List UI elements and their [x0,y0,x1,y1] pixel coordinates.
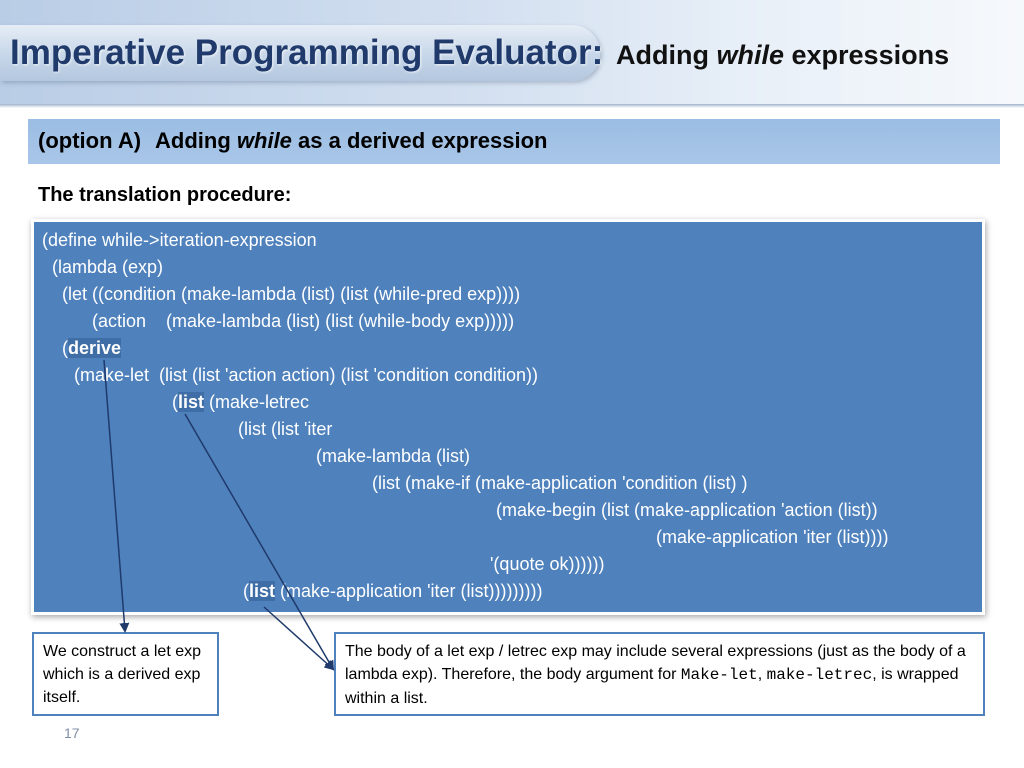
translation-label: The translation procedure: [38,184,292,206]
code-line-1: (define while->iteration-expression [42,230,317,250]
option-label: (option A) [38,128,142,153]
code-line-11: (make-begin (list (make-application 'act… [496,500,878,520]
callout-let-explanation: We construct a let exp which is a derive… [32,632,219,716]
code-line-8: (list (list 'iter [238,419,333,439]
slide-number: 17 [64,725,80,741]
section-prefix: Adding [155,128,237,153]
code-line-10: (list (make-if (make-application 'condit… [372,473,748,493]
code-line-14: (list (make-application 'iter (list)))))… [243,581,542,602]
code-line-13: '(quote ok)))))) [490,554,605,574]
code-paren: ( [62,338,68,358]
code-rest: (make-letrec [204,392,310,412]
code-block: (define while->iteration-expression (lam… [34,222,982,612]
callout-text-1: The body of a let exp / letrec exp may i… [345,643,966,683]
code-line-4: (action (make-lambda (list) (list (while… [42,311,515,331]
arrow-list2-to-right-callout [263,606,335,671]
section-header: (option A) Adding while as a derived expr… [28,119,1000,164]
code-make-letrec: make-letrec [766,666,873,684]
callout-list-explanation: The body of a let exp / letrec exp may i… [334,632,985,716]
code-line-3: (let ((condition (make-lambda (list) (li… [42,284,521,304]
title-pill [0,25,600,81]
code-paren: ( [172,392,178,412]
title-divider [0,104,1024,108]
section-header-text: (option A) Adding while as a derived expr… [38,128,548,154]
derive-keyword: derive [68,338,122,358]
list-keyword-application: list [249,581,276,601]
slide-subtitle: Adding while expressions [616,40,949,71]
section-italic: while [236,128,292,153]
list-keyword-letrec: list [178,392,205,412]
code-line-9: (make-lambda (list) [316,446,471,466]
code-line-7: (list (make-letrec [172,392,309,413]
code-line-5: (derive [62,338,122,359]
code-make-let: Make-let [680,666,758,684]
subtitle-italic: while [716,40,784,70]
code-line-12: (make-application 'iter (list)))) [656,527,889,547]
section-suffix: as a derived expression [291,128,548,153]
subtitle-suffix: expressions [784,40,950,70]
callout-sep: , [757,666,767,683]
code-line-2: (lambda (exp) [42,257,164,277]
subtitle-prefix: Adding [616,40,717,70]
slide-title: Imperative Programming Evaluator: [10,33,604,72]
code-line-6: (make-let (list (list 'action action) (l… [74,365,539,385]
callout-text-2: , is wrapped within a list. [345,666,959,707]
code-rest: (make-application 'iter (list))))))))) [275,581,543,601]
